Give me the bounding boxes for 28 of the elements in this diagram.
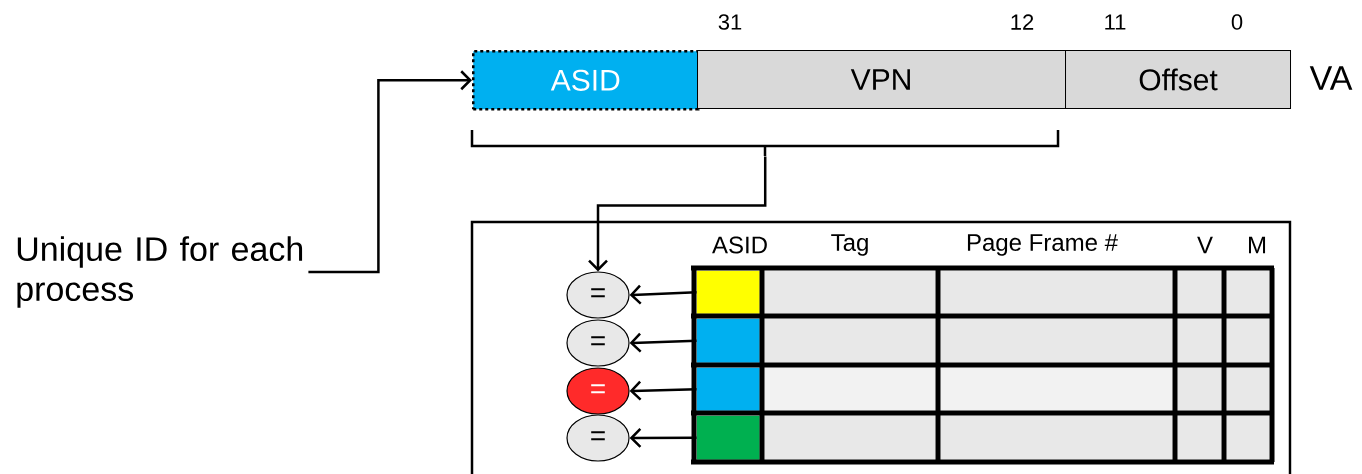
- field-box: Offset: [1065, 50, 1291, 109]
- asid-cell: [696, 415, 760, 460]
- field-box: VPN: [697, 50, 1066, 109]
- asid-cell: [696, 367, 760, 411]
- comparator-oval: =: [566, 319, 630, 367]
- bracket: [470, 128, 1060, 158]
- arrow: [629, 332, 697, 353]
- field-box: ASID: [472, 50, 700, 111]
- bit-number: 0: [1231, 14, 1243, 30]
- arrow: [629, 284, 697, 305]
- bit-number: 12: [1011, 14, 1034, 30]
- arrow: [588, 156, 767, 272]
- comparator-oval: =: [566, 367, 630, 415]
- bit-number: 31: [718, 14, 742, 30]
- arrow: [629, 428, 697, 448]
- bit-number: 11: [1105, 14, 1126, 30]
- column-header: M: [1249, 236, 1266, 254]
- arrow: [629, 380, 697, 401]
- column-header: Tag: [831, 234, 868, 256]
- column-header: Page Frame #: [967, 234, 1118, 256]
- annotation-text: Unique ID for each process: [17, 236, 303, 308]
- column-header: V: [1197, 236, 1213, 254]
- arrow: [308, 70, 472, 274]
- comparator-oval: =: [566, 271, 630, 319]
- asid-cell: [696, 270, 760, 314]
- comparator-oval: =: [566, 414, 630, 462]
- column-header: ASID: [712, 236, 767, 254]
- asid-cell: [696, 318, 760, 363]
